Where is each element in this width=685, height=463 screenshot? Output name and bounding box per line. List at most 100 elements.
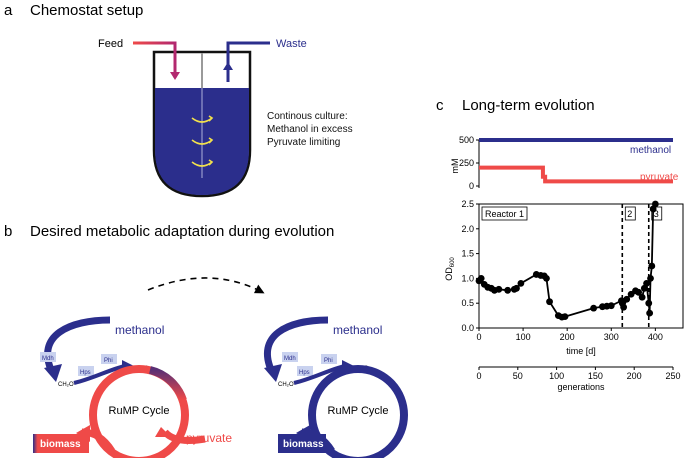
mm-y-tick-label: 500 — [459, 135, 474, 145]
rump-cycle-label-before: RuMP Cycle — [109, 405, 170, 417]
od600-data-point — [513, 284, 520, 292]
od600-data-point — [623, 295, 631, 303]
mm-y-label: mM — [450, 159, 460, 174]
generations-tick-label: 0 — [476, 371, 481, 381]
series-label-pyruvate: pyruvate — [640, 172, 679, 183]
waste-label: Waste — [276, 38, 307, 50]
rump-cycle-label-after: RuMP Cycle — [328, 405, 389, 417]
od600-data-point — [647, 275, 654, 282]
od600-y-tick-label: 0.0 — [461, 323, 474, 333]
panel-a-title: Chemostat setup — [30, 2, 143, 19]
enzyme-phi-box-before — [101, 354, 117, 364]
panel-b-title: Desired metabolic adaptation during evol… — [30, 223, 334, 240]
ch2o-to-f6p-before — [73, 364, 126, 385]
methanol-label-before: methanol — [115, 323, 164, 337]
od600-data-point — [607, 302, 615, 310]
series-line-pyruvate — [479, 165, 673, 184]
panel-a-letter: a — [4, 2, 13, 19]
time-x-tick-label: 300 — [604, 332, 619, 342]
od600-data-point — [477, 275, 485, 282]
od600-y-tick-label: 2.5 — [461, 199, 474, 209]
biomass-label-before: biomass — [40, 439, 81, 450]
enzyme-phi-box-after — [321, 354, 337, 364]
od600-y-tick-label: 1.5 — [461, 249, 474, 259]
od-subscript: 600 — [450, 257, 456, 268]
time-x-label: time [d] — [566, 346, 596, 356]
od600-chart: OD600 Reactor 1 time [d] generations 0.0… — [444, 199, 684, 392]
reactor-2-box — [624, 206, 636, 221]
od600-data-point — [620, 303, 628, 311]
od600-data-point — [645, 299, 653, 307]
enzyme-hps-box-after — [297, 366, 313, 376]
mm-y-tick-label: 250 — [459, 158, 474, 168]
series-label-methanol: methanol — [630, 145, 671, 156]
mm-y-tick-label: 0 — [469, 181, 474, 191]
enzyme-hps-before: Hps — [80, 370, 91, 376]
od600-data-point — [546, 298, 553, 306]
feed-label: Feed — [98, 38, 123, 50]
pyruvate-label: pyruvate — [186, 431, 232, 445]
od600-data-point — [543, 275, 550, 282]
panel-b-letter: b — [4, 223, 12, 240]
feed-arrow-icon — [170, 72, 180, 80]
od600-data-point — [638, 293, 646, 301]
od600-data-point — [517, 279, 525, 287]
panel-c-title: Long-term evolution — [462, 97, 595, 114]
methanol-label-after: methanol — [333, 323, 382, 337]
description-line-1: Continous culture: — [267, 111, 348, 122]
generations-label: generations — [557, 382, 605, 392]
enzyme-phi-after: Phi — [324, 358, 333, 364]
biomass-box-after — [278, 434, 326, 453]
generations-tick-label: 50 — [513, 371, 523, 381]
concentration-chart: mM methanol pyruvate 0 250 500 — [450, 135, 679, 191]
od600-data-point — [495, 285, 503, 293]
metabolism-after: methanol Mdh Hps Phi CH₂O F6P RuMP Cycle… — [263, 316, 408, 463]
description-line-2: Methanol in excess — [267, 124, 353, 135]
od600-y-tick-label: 0.5 — [461, 298, 474, 308]
reactor-3-label: 3 — [654, 209, 659, 219]
generations-tick-label: 100 — [549, 371, 564, 381]
time-x-tick-label: 100 — [516, 332, 531, 342]
od600-data-point — [651, 200, 659, 208]
metabolism-before: methanol Mdh Hps Phi CH₂O F6P RuMP Cycle… — [33, 316, 232, 463]
description-line-3: Pyruvate limiting — [267, 137, 340, 148]
reactor-1-box — [481, 206, 528, 221]
od600-data-point — [504, 286, 512, 294]
od600-plot-frame — [478, 203, 684, 329]
enzyme-phi-before: Phi — [104, 358, 113, 364]
biomass-box-before — [33, 434, 89, 453]
enzyme-hps-after: Hps — [299, 370, 310, 376]
enzyme-mdh-after: Mdh — [284, 356, 296, 362]
od600-data-point — [646, 309, 654, 317]
od600-data-point — [643, 279, 650, 287]
generations-tick-label: 250 — [665, 371, 680, 381]
culture-description: Continous culture: Methanol in excess Py… — [267, 111, 353, 148]
adaptation-arrow — [147, 277, 265, 294]
methanol-arrow-before — [44, 364, 62, 382]
panel-b: b Desired metabolic adaptation during ev… — [4, 223, 408, 463]
ch2o-to-f6p-after — [293, 364, 346, 385]
od-main: OD — [444, 267, 454, 281]
reactor-2-label: 2 — [627, 209, 632, 219]
feed-tube — [133, 41, 177, 78]
time-x-tick-label: 200 — [560, 332, 575, 342]
generations-tick-label: 200 — [627, 371, 642, 381]
ch2o-label-after: CH₂O — [278, 382, 294, 388]
methanol-arrow-after — [264, 364, 282, 382]
ch2o-label-before: CH₂O — [58, 382, 74, 388]
stirring-arrows — [191, 115, 214, 167]
panel-a: a Chemostat setup Feed Waste Continous c… — [4, 2, 353, 198]
enzyme-mdh-before: Mdh — [42, 356, 54, 362]
od600-data-point — [561, 313, 569, 320]
enzyme-mdh-box-before — [40, 352, 56, 362]
od600-data-point — [590, 304, 598, 312]
reactor-1-label: Reactor 1 — [485, 209, 524, 219]
methanol-flux-after — [263, 316, 329, 374]
enzyme-hps-box-before — [78, 366, 94, 376]
biomass-label-after: biomass — [283, 439, 324, 450]
pyruvate-arrow — [155, 427, 171, 437]
od600-y-tick-label: 2.0 — [461, 224, 474, 234]
od600-data-point — [648, 262, 656, 270]
waste-arrow-icon — [223, 62, 233, 70]
